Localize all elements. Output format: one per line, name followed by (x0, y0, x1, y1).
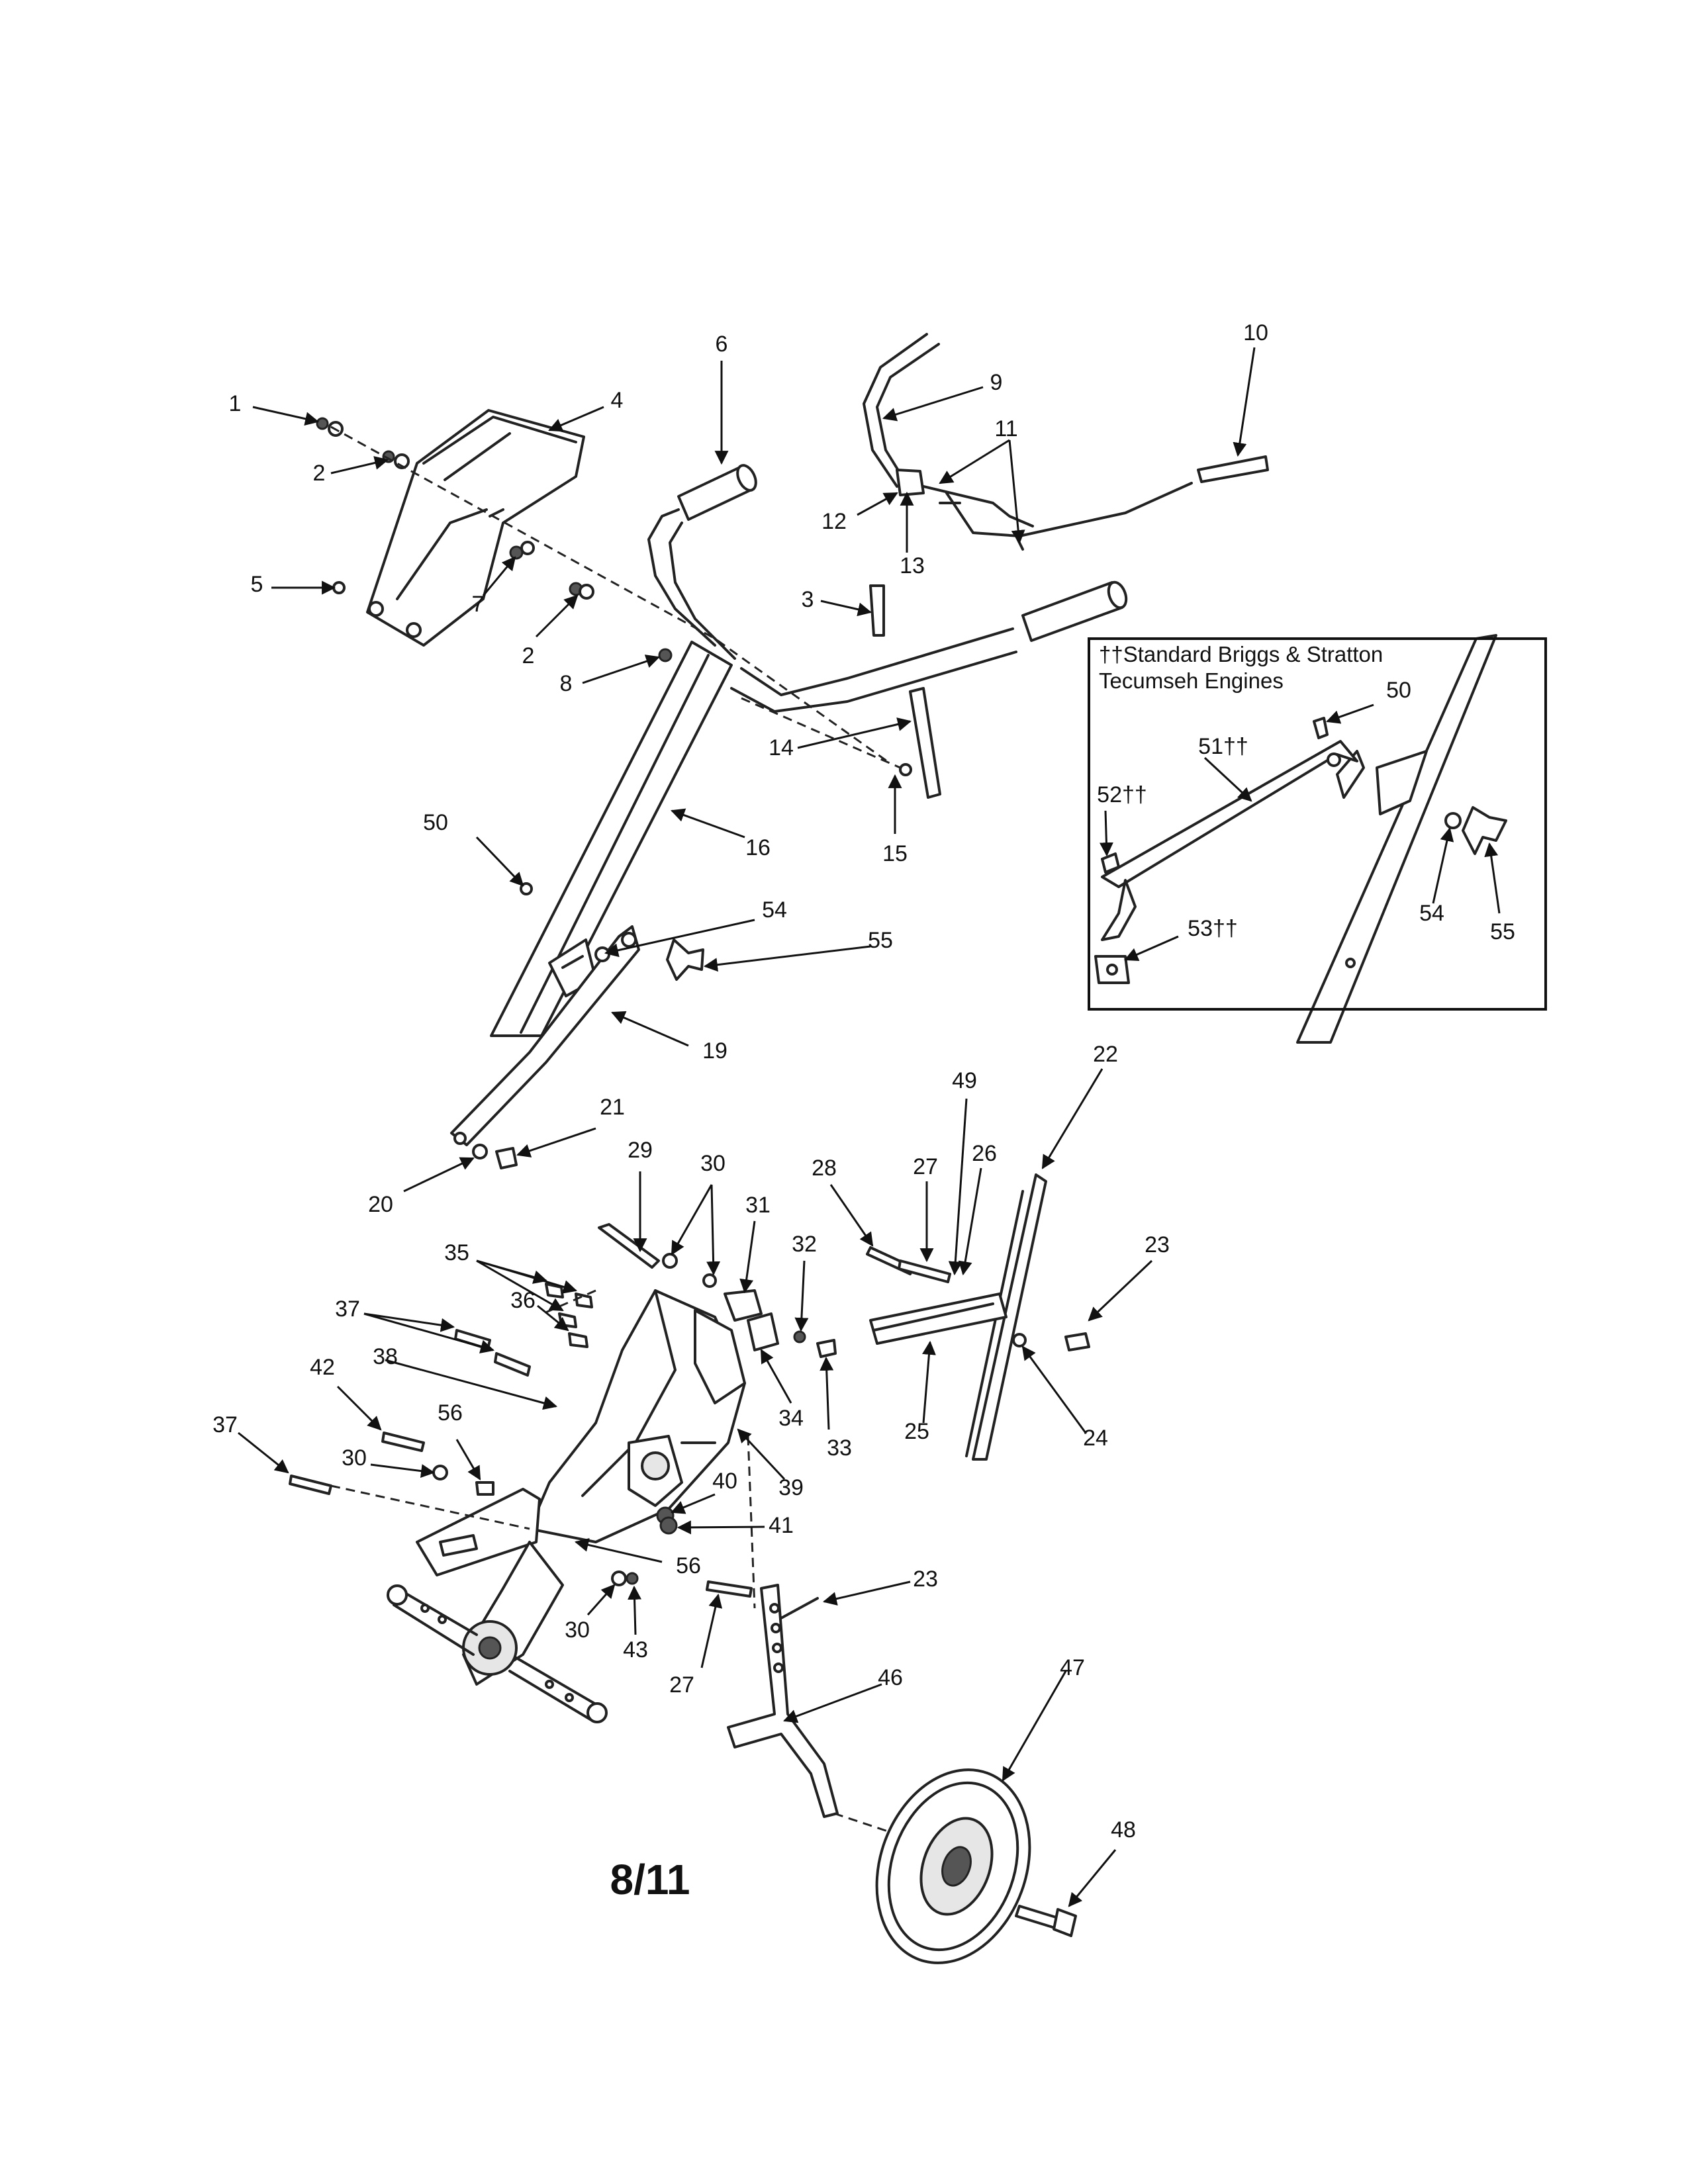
cover-hardware (316, 417, 673, 662)
callout-35: 35 (444, 1240, 469, 1265)
callout-16: 16 (745, 835, 771, 860)
callout-5: 5 (251, 572, 263, 597)
callout-46: 46 (878, 1665, 903, 1690)
callout-6: 6 (716, 332, 728, 357)
callout-30c: 30 (565, 1617, 590, 1643)
callout-30: 30 (700, 1151, 726, 1176)
callout-40: 40 (712, 1469, 737, 1494)
callout-47: 47 (1060, 1655, 1085, 1680)
callout-39: 39 (778, 1475, 804, 1500)
callout-12: 12 (821, 509, 847, 534)
callout-50: 50 (423, 810, 448, 835)
callout-2: 2 (313, 461, 326, 486)
callout-32: 32 (792, 1232, 817, 1257)
callout-41: 41 (769, 1513, 794, 1538)
callout-labels: 1 2 4 5 7 2 8 6 9 12 13 11 10 3 14 15 16… (212, 320, 1515, 1843)
assembly-line-shaft (330, 1484, 530, 1530)
callout-24: 24 (1083, 1426, 1108, 1451)
callout-15: 15 (882, 841, 908, 866)
callout-14: 14 (769, 735, 794, 760)
callout-19: 19 (702, 1038, 727, 1064)
callout-23: 23 (1145, 1232, 1170, 1257)
callout-26: 26 (972, 1141, 997, 1166)
hardware-bolts (289, 1223, 951, 1586)
callout-52-inset: 52†† (1097, 782, 1147, 807)
callout-33: 33 (827, 1435, 852, 1461)
leader-lines (238, 347, 1501, 1907)
wheel-bracket (706, 1580, 839, 1818)
callout-29: 29 (628, 1138, 653, 1163)
control-pad-part (869, 584, 885, 637)
callout-11: 11 (994, 416, 1017, 441)
callout-36: 36 (510, 1288, 536, 1313)
transmission-housing (387, 1289, 746, 1723)
assembly-line-wheel (833, 1812, 894, 1835)
callout-37: 37 (335, 1297, 360, 1322)
callout-54: 54 (762, 897, 787, 923)
callout-55: 55 (868, 928, 893, 953)
callout-7: 7 (472, 592, 485, 617)
callout-27b: 27 (669, 1672, 694, 1698)
callout-54-inset: 54 (1419, 901, 1444, 926)
callout-28: 28 (812, 1156, 837, 1181)
callout-38: 38 (373, 1344, 398, 1369)
callout-1: 1 (229, 391, 242, 416)
callout-42: 42 (310, 1355, 335, 1380)
callout-20: 20 (368, 1192, 393, 1217)
callout-30b: 30 (342, 1445, 367, 1471)
callout-43: 43 (623, 1637, 648, 1662)
inset-title-line1: ††Standard Briggs & Stratton (1099, 642, 1383, 666)
callout-56b: 56 (676, 1553, 701, 1578)
assembly-line-lever (741, 697, 901, 769)
callout-25: 25 (904, 1419, 929, 1444)
callout-2b: 2 (522, 643, 535, 668)
assembly-line-depth (747, 1435, 756, 1609)
support-rod-assembly (450, 882, 704, 1169)
depth-bar-assembly (869, 1173, 1090, 1461)
handle-assembly (490, 464, 1128, 1037)
callout-50-inset: 50 (1386, 678, 1411, 703)
belt-cover-part (366, 409, 585, 647)
assembly-line-cover (330, 426, 888, 762)
callout-55-inset: 55 (1490, 919, 1515, 944)
callout-9: 9 (990, 370, 1003, 395)
callout-49: 49 (952, 1068, 977, 1093)
callout-22: 22 (1093, 1042, 1118, 1067)
callout-34: 34 (778, 1406, 804, 1431)
control-bail-cable (863, 333, 1269, 551)
engine-variant-inset (1088, 637, 1547, 1011)
callout-31: 31 (745, 1193, 771, 1218)
callout-37b: 37 (212, 1412, 238, 1437)
inset-title-line2: Tecumseh Engines (1099, 668, 1284, 693)
callout-10: 10 (1243, 320, 1268, 345)
callout-4: 4 (611, 388, 624, 413)
spacer-15 (899, 763, 912, 776)
callout-8: 8 (560, 671, 573, 696)
inset-parts (1094, 634, 1507, 1044)
callout-21: 21 (600, 1095, 625, 1120)
callout-27: 27 (913, 1154, 938, 1179)
page-number: 8/11 (610, 1856, 690, 1903)
callout-56: 56 (438, 1400, 463, 1426)
callout-51-inset: 51†† (1198, 734, 1248, 759)
wheel (875, 1768, 1077, 1964)
callout-3: 3 (802, 587, 814, 612)
lever-part (909, 687, 941, 799)
callout-13: 13 (900, 553, 925, 578)
callout-23b: 23 (913, 1567, 938, 1592)
callout-53-inset: 53†† (1188, 916, 1238, 941)
callout-48: 48 (1111, 1817, 1136, 1843)
